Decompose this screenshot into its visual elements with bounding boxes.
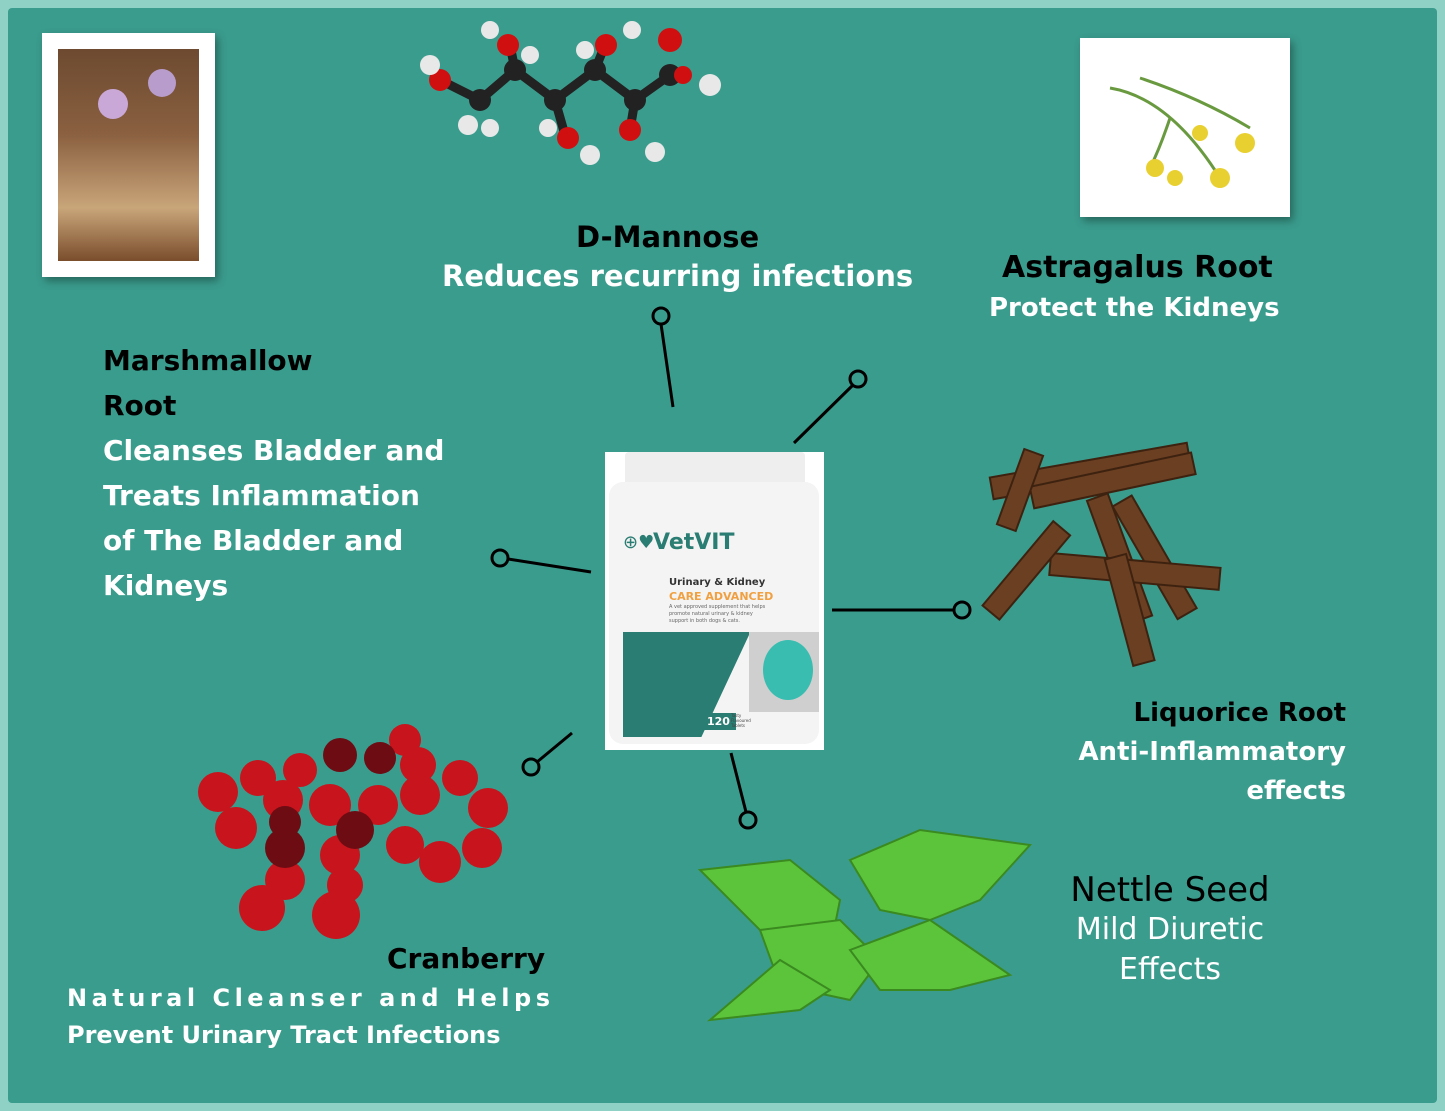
liquorice-desc: effects (1246, 776, 1346, 806)
blurb-line: promote natural urinary & kidney (669, 611, 753, 617)
flower-icon (148, 69, 176, 97)
astragalus-title: Astragalus Root (1002, 250, 1273, 285)
connector-dmannose (659, 323, 675, 408)
connector-astragalus (792, 383, 855, 445)
nettle-image (697, 828, 1033, 1022)
count-label: Tasty (731, 713, 742, 718)
cranberry-desc: Natural Cleanser and Helps (67, 984, 555, 1012)
marshmallow-desc: of The Bladder and (103, 524, 404, 557)
plus-heart-icon: ⊕♥ (623, 532, 655, 553)
astragalus-photo (1080, 38, 1290, 217)
cranberry-desc: Prevent Urinary Tract Infections (67, 1021, 501, 1049)
cranberries-image (198, 724, 508, 939)
product-bottle: VetVIT ⊕♥ Urinary & Kidney CARE ADVANCED… (605, 452, 824, 750)
liquorice-desc: Anti-Inflammatory (1078, 737, 1346, 767)
flower-icon (98, 89, 128, 119)
count-label: Tablets (731, 723, 745, 728)
dmannose-title: D-Mannose (576, 220, 760, 254)
astragalus-desc: Protect the Kidneys (989, 293, 1280, 323)
dmannose-desc: Reduces recurring infections (442, 259, 914, 293)
marshmallow-desc: Treats Inflammation (103, 479, 420, 512)
molecule-image (420, 21, 721, 165)
tablet-count: 120 (701, 713, 736, 730)
marshmallow-desc: Cleanses Bladder and (103, 434, 445, 467)
marshmallow-title: Root (103, 389, 177, 422)
connector-marshmallow (507, 557, 592, 574)
liquorice-image (981, 441, 1222, 668)
marshmallow-desc: Kidneys (103, 569, 229, 602)
nettle-desc: Mild Diuretic (1075, 912, 1265, 947)
marshmallow-photo (42, 33, 215, 277)
count-label: Flavoured (731, 718, 751, 723)
brand-logo: VetVIT (653, 530, 735, 555)
connector-nettle (729, 752, 748, 813)
marshmallow-text: Marshmallow Root Cleanses Bladder and Tr… (103, 338, 444, 608)
blurb-line: A vet approved supplement that helps (669, 604, 766, 610)
connector-cranberry (536, 731, 573, 764)
product-line1: Urinary & Kidney (669, 577, 766, 588)
cranberry-title: Cranberry (387, 942, 546, 975)
blurb-line: support in both dogs & cats. (669, 618, 740, 624)
liquorice-title: Liquorice Root (1133, 698, 1346, 728)
product-line2: CARE ADVANCED (669, 590, 774, 603)
nettle-title: Nettle Seed (1070, 870, 1270, 910)
marshmallow-title: Marshmallow (103, 344, 313, 377)
nettle-text: Nettle Seed Mild Diuretic Effects (1050, 870, 1290, 990)
nettle-desc: Effects (1119, 952, 1221, 987)
liquorice-text: Liquorice Root Anti-Inflammatory effects (1078, 694, 1346, 811)
astragalus-plant-icon (1109, 76, 1255, 188)
